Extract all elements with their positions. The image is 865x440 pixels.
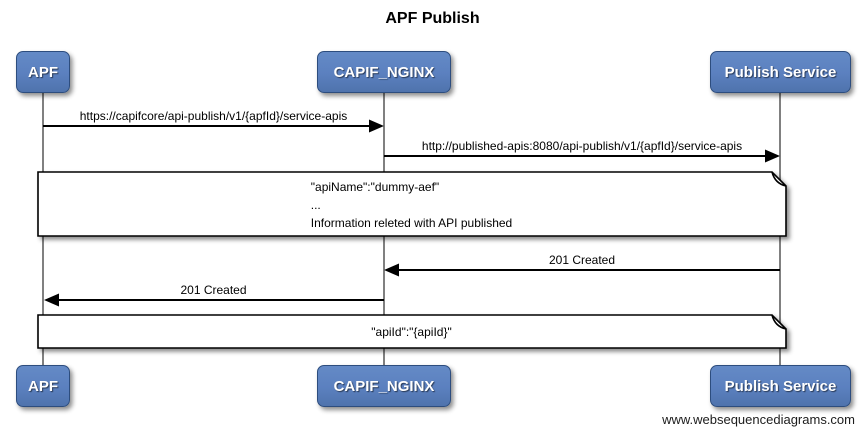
message-arrow-2 bbox=[384, 149, 780, 163]
actor-apf-bottom: APF bbox=[16, 365, 70, 407]
actor-capif-nginx-label: CAPIF_NGINX bbox=[333, 63, 435, 81]
arrowhead-right-icon bbox=[765, 149, 780, 163]
note-fold-icon bbox=[771, 314, 787, 330]
note-fold-icon bbox=[771, 171, 787, 187]
arrowhead-right-icon bbox=[369, 119, 384, 133]
actor-publish-service-bottom: Publish Service bbox=[710, 365, 851, 407]
actor-capif-nginx-label: CAPIF_NGINX bbox=[333, 377, 435, 395]
note-api-info-line-2: ... bbox=[310, 198, 321, 212]
message-label-1: https://capifcore/api-publish/v1/{apfId}… bbox=[79, 109, 348, 123]
actor-capif-nginx-top: CAPIF_NGINX bbox=[317, 51, 451, 93]
diagram-title: APF Publish bbox=[385, 10, 480, 27]
note-api-info-line-3: Information releted with API published bbox=[310, 216, 513, 230]
watermark: www.websequencediagrams.com bbox=[662, 412, 855, 427]
note-api-id-line-1: "apiId":"{apiId}" bbox=[371, 324, 452, 339]
actor-publish-service-label: Publish Service bbox=[724, 377, 837, 395]
note-shape-api-id bbox=[37, 314, 787, 349]
note-api-info: "apiName":"dummy-aef" ... Information re… bbox=[37, 178, 786, 232]
message-arrow-1 bbox=[43, 119, 384, 133]
actor-apf-top: APF bbox=[16, 51, 70, 93]
actor-publish-service-label: Publish Service bbox=[724, 63, 837, 81]
actor-apf-label: APF bbox=[28, 377, 58, 395]
message-label-4: 201 Created bbox=[180, 283, 247, 297]
actor-capif-nginx-bottom: CAPIF_NGINX bbox=[317, 365, 451, 407]
note-shape-api-info bbox=[37, 171, 787, 237]
message-arrow-3 bbox=[384, 263, 780, 277]
message-label-2: http://published-apis:8080/api-publish/v… bbox=[421, 139, 743, 153]
message-arrow-4 bbox=[44, 293, 384, 307]
note-api-info-line-1: "apiName":"dummy-aef" bbox=[310, 180, 440, 194]
actor-apf-label: APF bbox=[28, 63, 58, 81]
note-api-id: "apiId":"{apiId}" bbox=[37, 315, 786, 348]
actor-publish-service-top: Publish Service bbox=[710, 51, 851, 93]
arrowhead-left-icon bbox=[44, 293, 59, 307]
arrowhead-left-icon bbox=[384, 263, 399, 277]
message-label-3: 201 Created bbox=[548, 253, 616, 267]
